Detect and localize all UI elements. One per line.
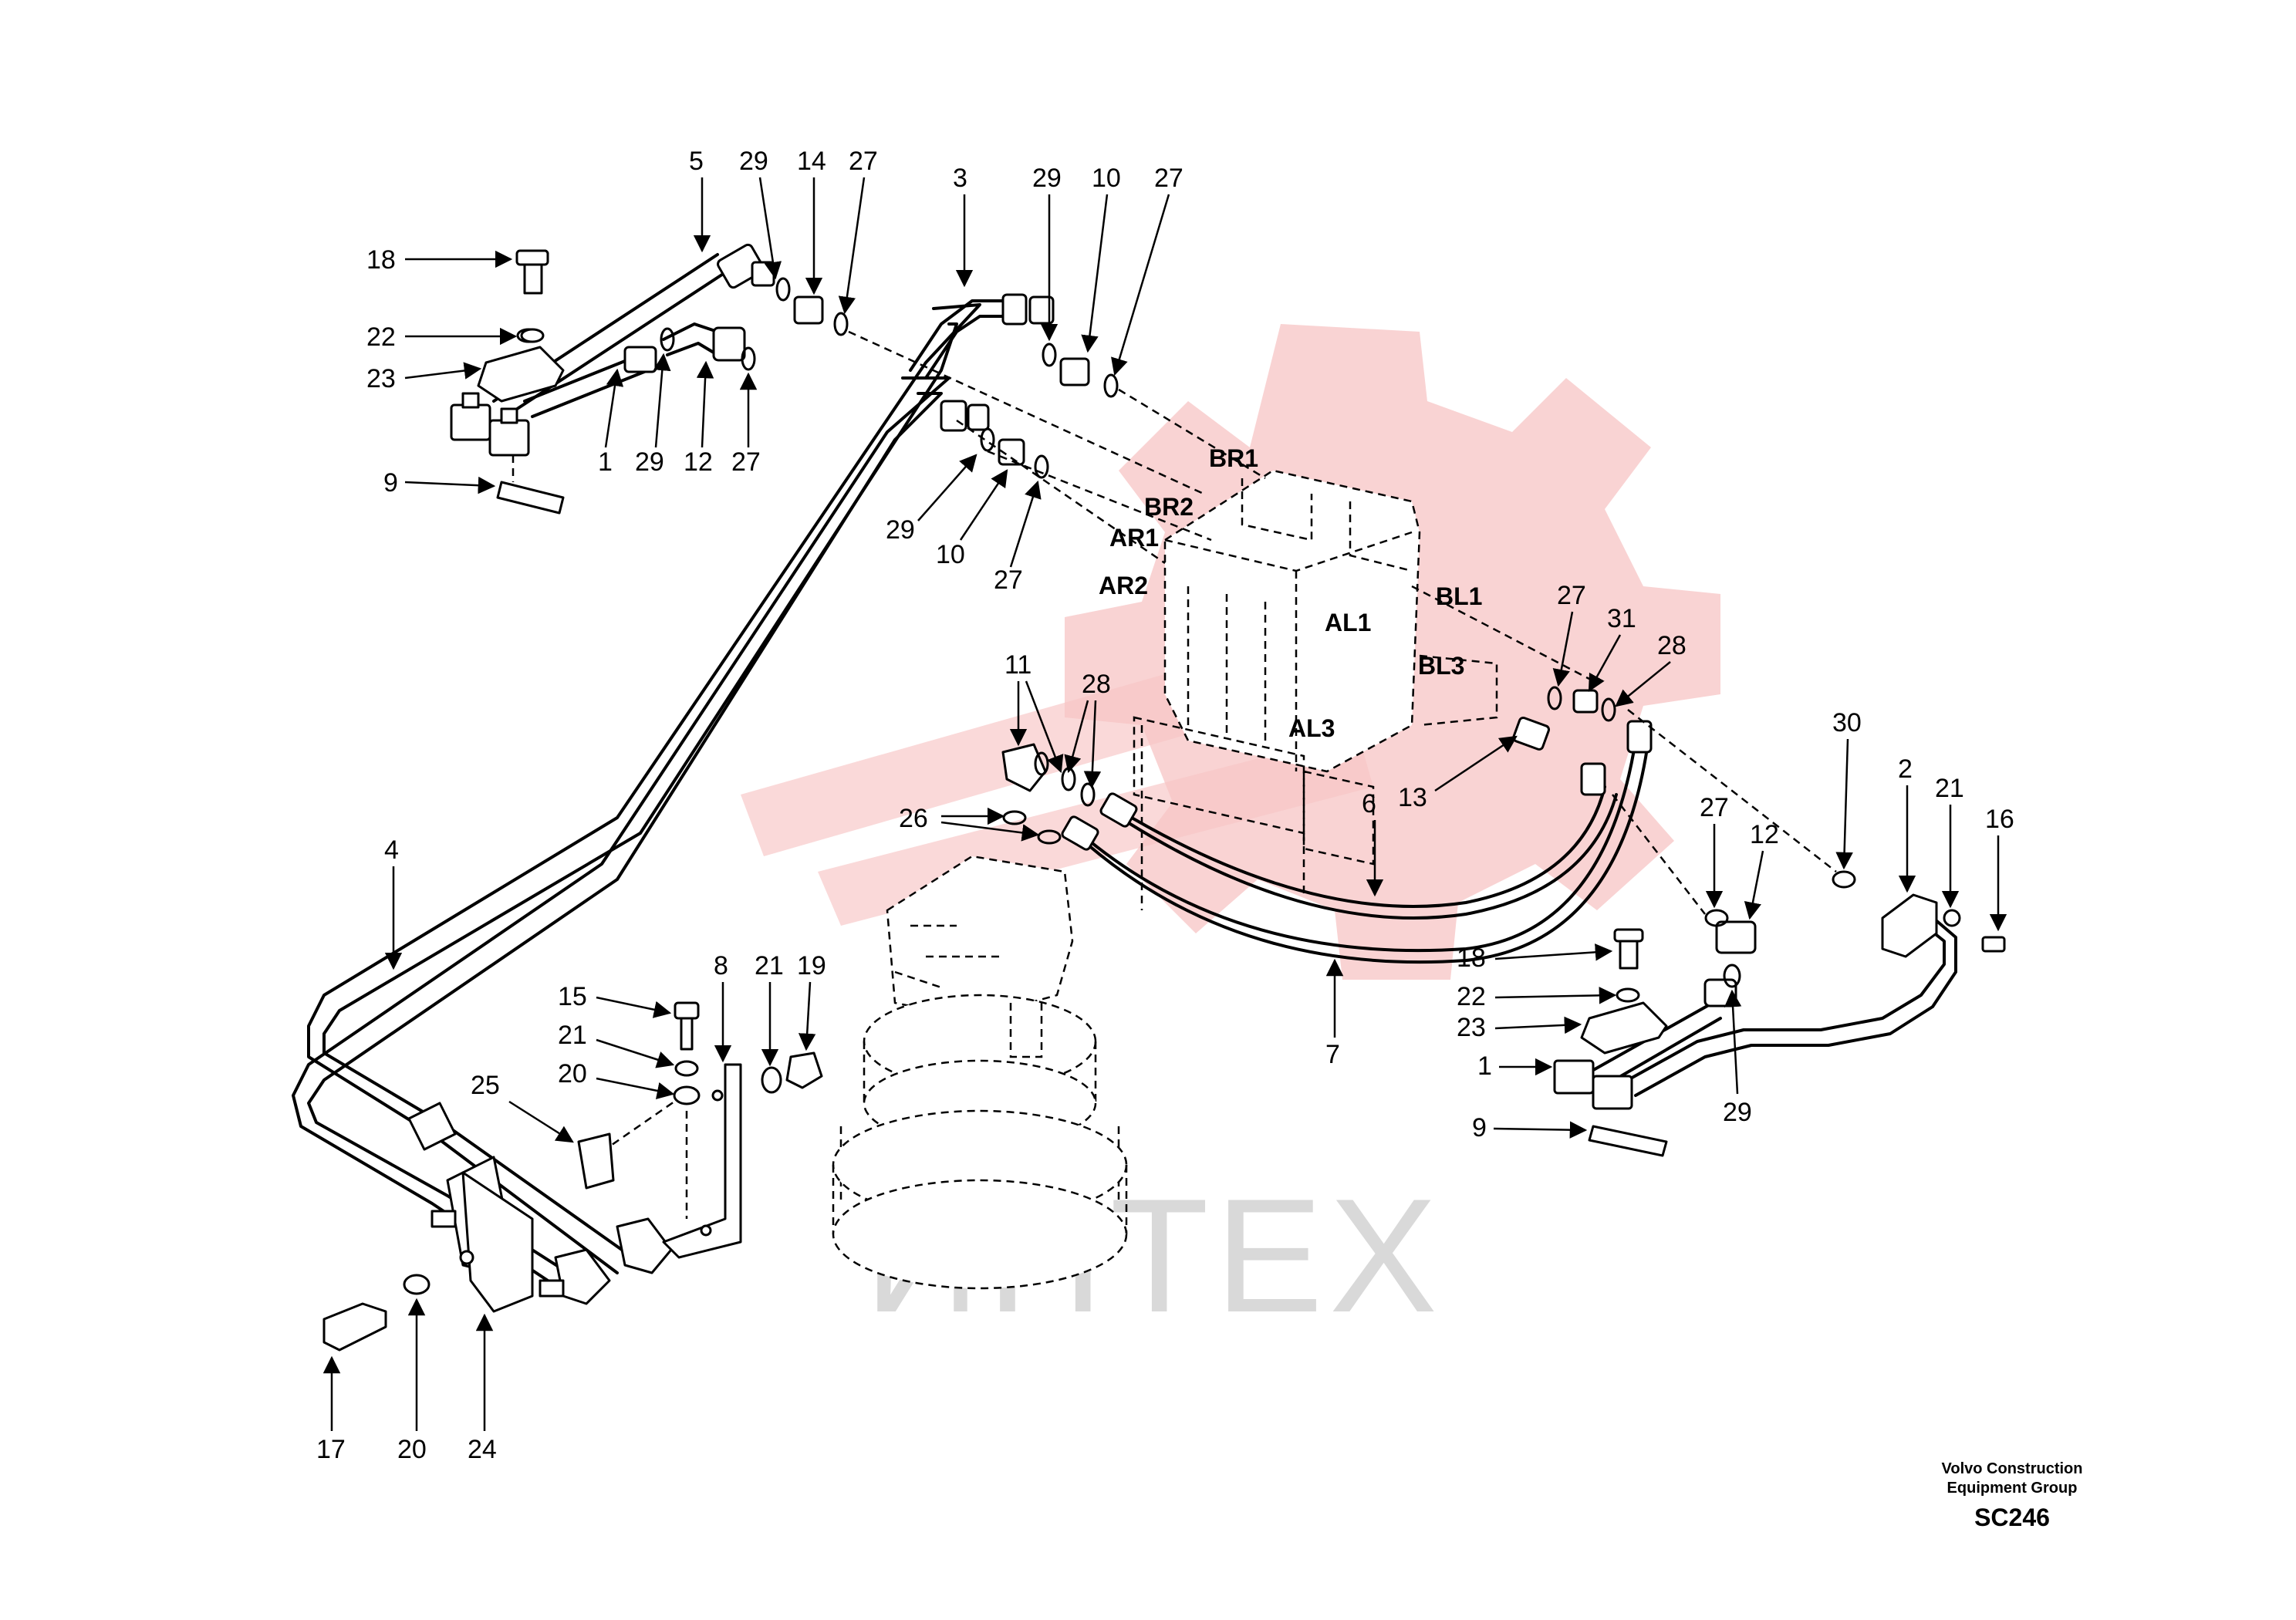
callout-27: 27 [1154, 164, 1183, 193]
port-label: AL1 [1325, 609, 1371, 636]
callout-14: 14 [797, 147, 826, 176]
callout-7: 7 [1325, 1040, 1340, 1069]
callout-23: 23 [1457, 1013, 1486, 1042]
callout-23: 23 [366, 364, 396, 393]
callout-30: 30 [1832, 708, 1862, 737]
top-fittings [660, 277, 1856, 988]
callout-21: 21 [558, 1021, 587, 1050]
callout-21: 21 [755, 951, 784, 980]
drawing-code: SC246 [1974, 1504, 2050, 1531]
tube-assembly-top-left [450, 243, 775, 515]
callout-11: 11 [1004, 650, 1032, 680]
callout-28: 28 [1082, 670, 1111, 699]
footer-company-line1: Volvo Construction [1942, 1460, 2083, 1477]
callout-20: 20 [397, 1435, 427, 1464]
footer: Volvo Construction Equipment Group SC246 [1942, 1460, 2083, 1531]
callout-24: 24 [468, 1435, 497, 1464]
callout-22: 22 [366, 322, 396, 352]
port-label: BL3 [1418, 652, 1464, 680]
port-labels: BR1 BR2 AR1 AR2 BL1 AL1 BL3 AL3 [1099, 444, 1482, 742]
callout-21: 21 [1935, 774, 1964, 803]
port-label: AL3 [1288, 714, 1335, 742]
callout-12: 12 [684, 447, 713, 477]
callouts: 5 29 14 27 3 29 10 27 18 22 23 1 29 12 2… [316, 147, 2014, 1464]
control-valve [1133, 469, 1498, 910]
pipe-3 [909, 293, 1055, 380]
callout-29: 29 [886, 515, 915, 545]
callout-17: 17 [316, 1435, 346, 1464]
pipe-4-fitting-a [940, 400, 967, 432]
callout-27: 27 [1700, 793, 1729, 822]
callout-27: 27 [731, 447, 761, 477]
callout-28: 28 [1657, 631, 1687, 660]
hoses-6-7 [1061, 720, 1653, 964]
callout-1: 1 [598, 447, 613, 477]
callout-8: 8 [714, 951, 728, 980]
port-label: AR1 [1109, 524, 1159, 552]
callout-10: 10 [936, 540, 965, 569]
tube-assembly-right [1553, 893, 2006, 1157]
callout-31: 31 [1607, 604, 1636, 633]
washer-22 [520, 328, 545, 343]
callout-20: 20 [558, 1059, 587, 1088]
callout-18: 18 [366, 245, 396, 275]
callout-1: 1 [1477, 1051, 1492, 1081]
callout-5: 5 [689, 147, 704, 176]
callout-9: 9 [383, 468, 398, 498]
bolt-18-head [515, 249, 549, 266]
callout-12: 12 [1750, 820, 1779, 849]
callout-19: 19 [797, 951, 826, 980]
callout-25: 25 [471, 1071, 500, 1100]
callout-29: 29 [1032, 164, 1062, 193]
callout-26: 26 [899, 804, 928, 833]
valve-fittings [1001, 686, 1616, 845]
callout-27: 27 [994, 565, 1023, 595]
callout-2: 2 [1898, 754, 1913, 784]
callout-3: 3 [953, 164, 967, 193]
pipe-4-fitting-b [967, 403, 990, 431]
callout-22: 22 [1457, 982, 1486, 1011]
callout-13: 13 [1398, 783, 1427, 812]
callout-29: 29 [1723, 1098, 1752, 1127]
callout-10: 10 [1092, 164, 1121, 193]
callout-29: 29 [635, 447, 664, 477]
callout-27: 27 [1557, 581, 1586, 610]
callout-9: 9 [1472, 1113, 1487, 1142]
bracket-fasteners [673, 1001, 823, 1219]
swing-motor [832, 855, 1128, 1290]
callout-15: 15 [558, 982, 587, 1011]
callout-4: 4 [384, 835, 399, 865]
callout-29: 29 [739, 147, 768, 176]
port-label: AR2 [1099, 572, 1148, 599]
port-label: BR2 [1144, 493, 1194, 521]
footer-company-line2: Equipment Group [1947, 1480, 2078, 1497]
callout-6: 6 [1362, 789, 1376, 818]
callout-18: 18 [1457, 943, 1486, 973]
port-label: BR1 [1209, 444, 1258, 472]
callout-27: 27 [849, 147, 878, 176]
clamp-assembly-bottom-left [322, 1063, 742, 1352]
port-label: BL1 [1436, 582, 1482, 610]
callout-16: 16 [1985, 805, 2014, 834]
